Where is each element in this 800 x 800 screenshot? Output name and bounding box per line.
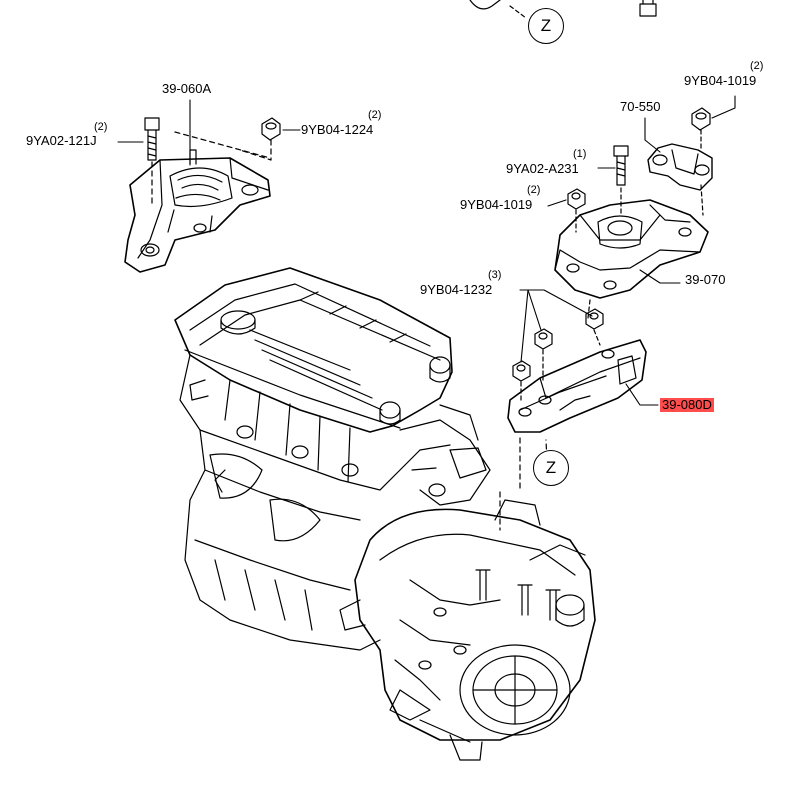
part-label-9yb04-1019-top: 9YB04-1019 xyxy=(684,73,757,88)
part-label-39-080d-highlighted: 39-080D xyxy=(660,397,714,412)
part-qty-9yb04-1019-mid: (2) xyxy=(527,184,541,196)
view-marker-top: Z xyxy=(528,8,564,44)
part-label-70-550: 70-550 xyxy=(620,99,661,114)
part-label-9yb04-1224: 9YB04-1224 xyxy=(301,122,374,137)
part-label-39-060a: 39-060A xyxy=(162,81,212,96)
top-partial-parts xyxy=(469,0,657,19)
engine-mount-left-drawing xyxy=(124,117,281,273)
part-qty-9ya02-121j: (2) xyxy=(94,121,108,133)
part-qty-9ya02-a231: (1) xyxy=(573,148,587,160)
engine-mount-right-drawing xyxy=(554,145,709,319)
view-marker-bottom: Z xyxy=(533,450,569,486)
part-label-9yb04-1019-mid: 9YB04-1019 xyxy=(460,197,533,212)
bracket-drawing xyxy=(507,339,647,433)
engine-block-drawing xyxy=(174,267,491,651)
part-qty-9yb04-1019-top: (2) xyxy=(750,60,764,72)
leader-lines xyxy=(117,95,736,406)
part-qty-9yb04-1224: (2) xyxy=(368,109,382,121)
part-label-39-070: 39-070 xyxy=(685,272,726,287)
part-label-9yb04-1232: 9YB04-1232 xyxy=(420,282,493,297)
part-label-9ya02-a231: 9YA02-A231 xyxy=(506,161,579,176)
part-label-9ya02-121j: 9YA02-121J xyxy=(26,133,97,148)
transmission-drawing xyxy=(339,499,596,761)
nuts-drawing xyxy=(512,308,604,401)
mount-cap-drawing xyxy=(647,107,713,216)
part-qty-9yb04-1232: (3) xyxy=(488,269,502,281)
